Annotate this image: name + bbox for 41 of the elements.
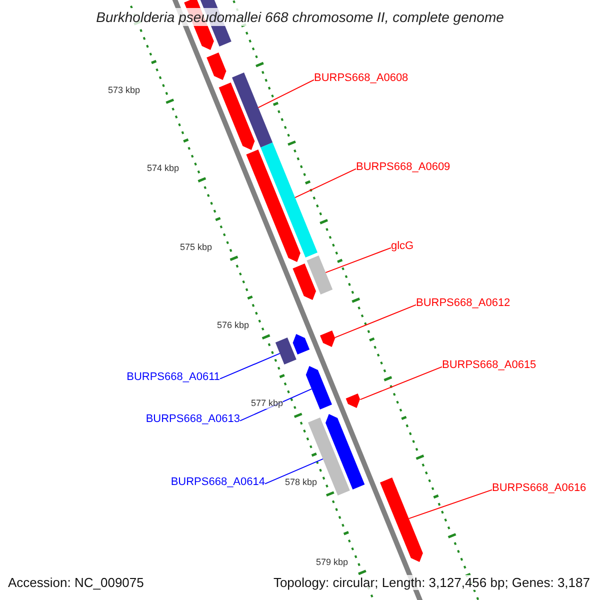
gene-label: BURPS668_A0613 bbox=[146, 413, 240, 426]
gene-bar bbox=[326, 414, 365, 490]
gene-bar bbox=[218, 82, 255, 150]
leader-line bbox=[334, 304, 416, 338]
gene-bar bbox=[232, 72, 273, 148]
leader-line bbox=[220, 352, 280, 380]
gene-bar bbox=[306, 366, 332, 410]
gene-bar bbox=[346, 394, 360, 408]
accession-text: Accession: NC_009075 bbox=[8, 575, 144, 590]
gene-label: glcG bbox=[391, 240, 414, 253]
gene-bar bbox=[292, 334, 310, 354]
leader-line bbox=[360, 366, 442, 400]
gene-bar bbox=[206, 52, 226, 80]
gene-label: BURPS668_A0615 bbox=[442, 359, 536, 372]
gene-bar bbox=[320, 330, 336, 347]
gene-label: BURPS668_A0611 bbox=[126, 371, 220, 384]
gene-bar bbox=[246, 150, 300, 262]
gene-bar bbox=[260, 142, 318, 258]
scale-label: 574 kbp bbox=[147, 163, 180, 174]
scale-label: 573 kbp bbox=[108, 85, 140, 96]
scale-label: 575 kbp bbox=[180, 242, 212, 253]
leader-line bbox=[240, 388, 312, 422]
gene-label: BURPS668_A0616 bbox=[492, 482, 586, 495]
leader-line bbox=[408, 489, 492, 520]
scale-label: 579 kbp bbox=[316, 557, 348, 568]
leader-line bbox=[325, 247, 392, 274]
gene-bar bbox=[306, 256, 333, 294]
scale-label: 577 kbp bbox=[251, 398, 284, 409]
scale-label: 578 kbp bbox=[285, 477, 318, 488]
gene-label: BURPS668_A0612 bbox=[416, 297, 510, 310]
gene-bar bbox=[380, 478, 423, 562]
leader-line bbox=[294, 168, 356, 198]
gene-label: BURPS668_A0614 bbox=[170, 476, 265, 489]
gene-bar bbox=[292, 264, 316, 300]
gene-label: BURPS668_A0609 bbox=[356, 161, 450, 174]
gene-bar bbox=[275, 338, 296, 364]
leader-line bbox=[258, 79, 314, 108]
leader-line bbox=[264, 458, 324, 484]
gene-label: BURPS668_A0608 bbox=[314, 72, 408, 85]
scale-label: 576 kbp bbox=[217, 320, 250, 331]
topology-text: Topology: circular; Length: 3,127,456 bp; Genes: 3,187 bbox=[273, 575, 590, 590]
